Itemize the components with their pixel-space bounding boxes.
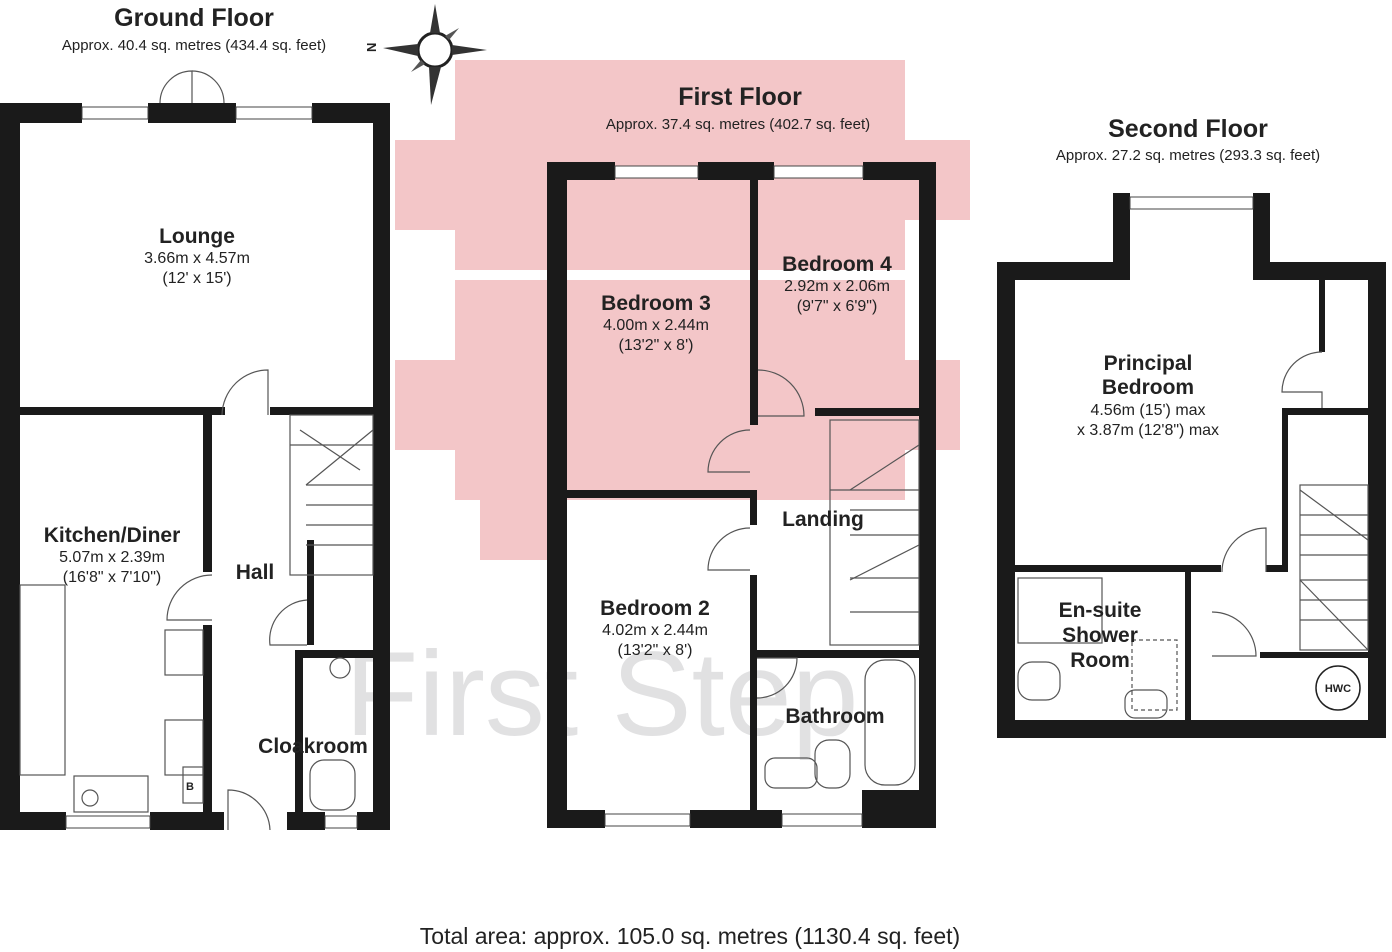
bedroom2-dimensions-imperial: (13'2" x 8') [618, 642, 693, 659]
kitchen-diner-dimensions-imperial: (16'8" x 7'10") [63, 569, 161, 586]
second-floor-plan [997, 193, 1386, 738]
ground-floor-title: Ground Floor [114, 4, 274, 32]
hwc-label: HWC [1325, 683, 1351, 695]
principal-bedroom-name-line1: Principal [1104, 352, 1193, 375]
lounge-dimensions-metric: 3.66m x 4.57m [144, 250, 250, 267]
boiler-label: B [186, 781, 194, 793]
compass-north-label: N [364, 43, 379, 52]
lounge-dimensions-imperial: (12' x 15') [162, 270, 231, 287]
first-floor-title: First Floor [678, 83, 802, 111]
landing-name: Landing [782, 508, 864, 531]
principal-bedroom-dimension-2: x 3.87m (12'8") max [1077, 422, 1219, 439]
first-floor-plan [547, 162, 936, 828]
bedroom3-dimensions-imperial: (13'2" x 8') [619, 337, 694, 354]
principal-bedroom-dimension-1: 4.56m (15') max [1090, 402, 1205, 419]
ensuite-name-line3: Room [1070, 649, 1130, 672]
ensuite-name-line1: En-suite [1059, 599, 1142, 622]
bedroom2-name: Bedroom 2 [600, 597, 710, 620]
compass-icon [383, 4, 487, 105]
kitchen-diner-name: Kitchen/Diner [44, 524, 181, 547]
watermark-text: First Step [345, 627, 858, 761]
bedroom4-name: Bedroom 4 [782, 253, 892, 276]
bedroom4-dimensions-metric: 2.92m x 2.06m [784, 278, 890, 295]
bedroom2-dimensions-metric: 4.02m x 2.44m [602, 622, 708, 639]
bathroom-name: Bathroom [785, 705, 884, 728]
hall-name: Hall [236, 561, 275, 584]
ground-floor-plan: B [0, 70, 390, 831]
principal-bedroom-name-line2: Bedroom [1102, 376, 1194, 399]
cloakroom-name: Cloakroom [258, 735, 368, 758]
ensuite-name-line2: Shower [1062, 624, 1138, 647]
bedroom4-dimensions-imperial: (9'7" x 6'9") [797, 298, 878, 315]
total-area: Total area: approx. 105.0 sq. metres (11… [420, 923, 960, 949]
second-floor-title: Second Floor [1108, 115, 1268, 143]
second-floor-area: Approx. 27.2 sq. metres (293.3 sq. feet) [1056, 147, 1320, 164]
first-floor-area: Approx. 37.4 sq. metres (402.7 sq. feet) [606, 116, 870, 133]
bedroom3-dimensions-metric: 4.00m x 2.44m [603, 317, 709, 334]
kitchen-diner-dimensions-metric: 5.07m x 2.39m [59, 549, 165, 566]
lounge-name: Lounge [159, 225, 235, 248]
ground-floor-area: Approx. 40.4 sq. metres (434.4 sq. feet) [62, 37, 326, 54]
bedroom3-name: Bedroom 3 [601, 292, 711, 315]
